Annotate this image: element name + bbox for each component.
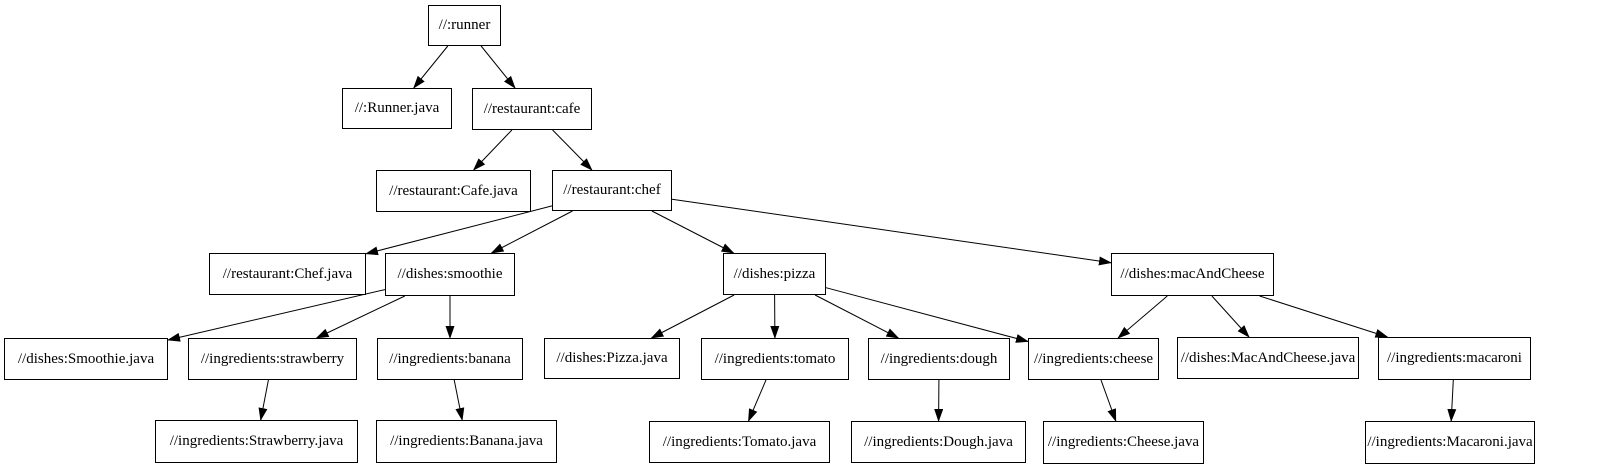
graph-node-banana_java: //ingredients:Banana.java	[376, 420, 557, 463]
graph-node-mac_and_cheese_java: //dishes:MacAndCheese.java	[1177, 337, 1359, 379]
graph-node-tomato_java: //ingredients:Tomato.java	[649, 421, 830, 463]
edge-macaroni-to-macaroni_java	[1447, 379, 1457, 422]
edge-chef-to-mac_and_cheese	[671, 198, 1112, 266]
graph-node-cheese: //ingredients:cheese	[1028, 338, 1159, 380]
edge-mac_and_cheese-to-mac_and_cheese_java	[1211, 295, 1250, 338]
graph-node-strawberry: //ingredients:strawberry	[188, 338, 357, 380]
graph-node-cafe: //restaurant:cafe	[472, 88, 592, 130]
graph-node-smoothie_java: //dishes:Smoothie.java	[4, 338, 168, 380]
edge-mac_and_cheese-to-cheese	[1117, 295, 1168, 339]
graph-node-pizza_java: //dishes:Pizza.java	[544, 338, 680, 379]
edge-cafe-to-cafe_java	[472, 129, 513, 171]
graph-node-cafe_java: //restaurant:Cafe.java	[376, 170, 531, 212]
edge-strawberry-to-strawberry_java	[258, 379, 269, 421]
graph-node-macaroni_java: //ingredients:Macaroni.java	[1365, 421, 1535, 464]
edge-banana-to-banana_java	[453, 379, 465, 421]
edge-pizza-to-pizza_java	[650, 294, 735, 339]
edge-cafe-to-chef	[552, 129, 593, 171]
edge-chef-to-pizza	[651, 210, 735, 254]
edge-tomato-to-tomato_java	[748, 379, 767, 422]
graph-node-tomato: //ingredients:tomato	[701, 338, 849, 380]
graph-node-runner: //:runner	[428, 5, 501, 46]
graph-node-banana: //ingredients:banana	[377, 338, 523, 380]
edge-pizza-to-dough	[814, 294, 900, 339]
graph-node-macaroni: //ingredients:macaroni	[1378, 337, 1531, 380]
edge-chef-to-chef_java	[365, 205, 553, 256]
graph-node-pizza: //dishes:pizza	[723, 253, 826, 295]
graph-node-dough: //ingredients:dough	[868, 338, 1010, 380]
edge-mac_and_cheese-to-macaroni	[1259, 295, 1389, 338]
edge-smoothie-to-strawberry	[315, 295, 406, 339]
graph-node-cheese_java: //ingredients:Cheese.java	[1043, 421, 1204, 464]
graph-node-chef: //restaurant:chef	[552, 170, 672, 211]
edge-runner-to-runner_java	[413, 45, 449, 89]
graph-node-dough_java: //ingredients:Dough.java	[851, 421, 1026, 463]
edge-runner-to-cafe	[480, 45, 516, 89]
graph-node-runner_java: //:Runner.java	[342, 88, 452, 129]
edge-smoothie-to-smoothie_java	[167, 289, 386, 342]
graph-node-smoothie: //dishes:smoothie	[385, 253, 515, 296]
graph-node-strawberry_java: //ingredients:Strawberry.java	[155, 420, 358, 463]
graph-node-mac_and_cheese: //dishes:macAndCheese	[1111, 253, 1274, 296]
edge-pizza-to-cheese	[825, 287, 1029, 343]
edge-chef-to-smoothie	[490, 210, 573, 254]
edge-cheese-to-cheese_java	[1100, 379, 1117, 422]
graph-node-chef_java: //restaurant:Chef.java	[209, 253, 366, 295]
